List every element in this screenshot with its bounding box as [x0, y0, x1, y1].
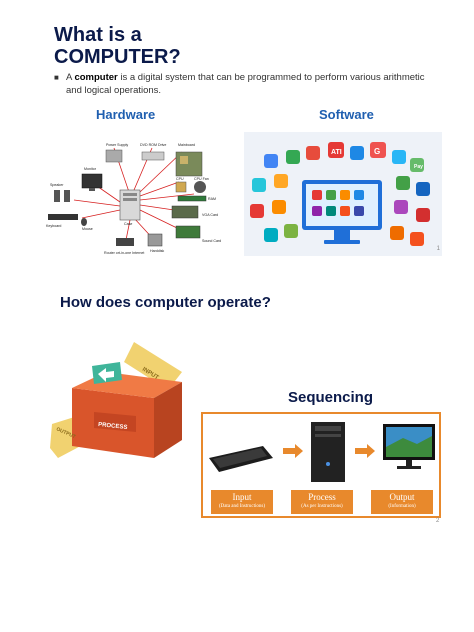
svg-text:Mainboard: Mainboard	[178, 143, 195, 147]
software-collage-svg: ATI Pay G	[250, 142, 430, 246]
sequence-label-process: Process (As per Instructions)	[291, 490, 353, 514]
harddisk-icon	[147, 233, 163, 247]
vga-card-icon	[171, 205, 199, 219]
svg-text:Harddisk: Harddisk	[150, 249, 164, 253]
svg-text:RAM: RAM	[208, 197, 216, 201]
svg-text:Monitor: Monitor	[84, 167, 97, 171]
svg-text:Case: Case	[124, 222, 132, 226]
svg-text:PROCESS: PROCESS	[98, 422, 128, 431]
slide-2: How does computer operate? INPUT PROCESS…	[44, 276, 448, 534]
keyboard-icon	[48, 214, 78, 220]
sequencing-diagram: Input (Data and Instructions) Process (A…	[201, 412, 441, 518]
mouse-icon	[81, 218, 87, 226]
speaker-icon	[54, 190, 60, 202]
svg-text:Sound Card: Sound Card	[202, 239, 221, 243]
ram-icon	[177, 195, 207, 202]
svg-text:CPU: CPU	[176, 177, 184, 181]
svg-text:Speaker: Speaker	[50, 183, 64, 187]
sequencing-devices-svg	[209, 422, 435, 482]
sequence-label-input: Input (Data and Instructions)	[211, 490, 273, 514]
motherboard-icon	[175, 151, 203, 177]
sequence-label-output: Output (Information)	[371, 490, 433, 514]
svg-text:DVD ROM Drive: DVD ROM Drive	[140, 143, 166, 147]
cpu-tower-icon	[311, 422, 345, 482]
input-paper-icon	[124, 342, 182, 390]
hardware-diagram: Power Supply DVD ROM Drive Mainboard Mon…	[44, 130, 238, 258]
slide-2-heading: How does computer operate?	[60, 294, 271, 311]
hardware-heading: Hardware	[96, 107, 156, 122]
monitor-icon	[81, 173, 103, 189]
svg-text:Mouse: Mouse	[82, 227, 93, 231]
hardware-diagram-svg: Power Supply DVD ROM Drive Mainboard Mon…	[46, 143, 221, 255]
svg-text:Pay: Pay	[414, 164, 423, 170]
svg-text:Keyboard: Keyboard	[46, 224, 61, 228]
slide-number: 1	[436, 246, 440, 252]
app-tile-icon	[264, 154, 278, 168]
svg-text:CPU Fan: CPU Fan	[194, 177, 209, 181]
slide-number-2: 2	[436, 518, 440, 524]
cpu-icon	[175, 181, 187, 193]
process-art-svg: INPUT PROCESS OUTPUT	[50, 342, 182, 458]
case-icon	[119, 189, 141, 221]
svg-text:G: G	[374, 147, 380, 156]
input-process-output-illustration: INPUT PROCESS OUTPUT	[44, 332, 204, 472]
arrow-right-icon	[283, 444, 303, 458]
slide-1: What is a COMPUTER? ■ A computer is a di…	[44, 14, 448, 262]
power-supply-icon	[105, 149, 123, 163]
svg-text:VGA Card: VGA Card	[202, 213, 218, 217]
router-icon	[116, 238, 134, 246]
cpu-fan-icon	[194, 181, 206, 193]
arrow-right-icon-2	[355, 444, 375, 458]
software-heading: Software	[319, 107, 374, 122]
sequencing-heading: Sequencing	[288, 389, 374, 406]
slide-1-title: What is a COMPUTER?	[54, 24, 181, 68]
svg-text:ATI: ATI	[331, 149, 342, 156]
svg-text:Power Supply: Power Supply	[106, 143, 128, 147]
definition-bullet: ■ A computer is a digital system that ca…	[54, 72, 425, 96]
bullet-square-icon: ■	[54, 73, 59, 82]
svg-text:Router ort-in-one Internet: Router ort-in-one Internet	[104, 251, 144, 255]
sound-card-icon	[175, 225, 201, 239]
dvd-drive-icon	[141, 151, 165, 161]
software-collage: ATI Pay G 1	[244, 132, 442, 256]
